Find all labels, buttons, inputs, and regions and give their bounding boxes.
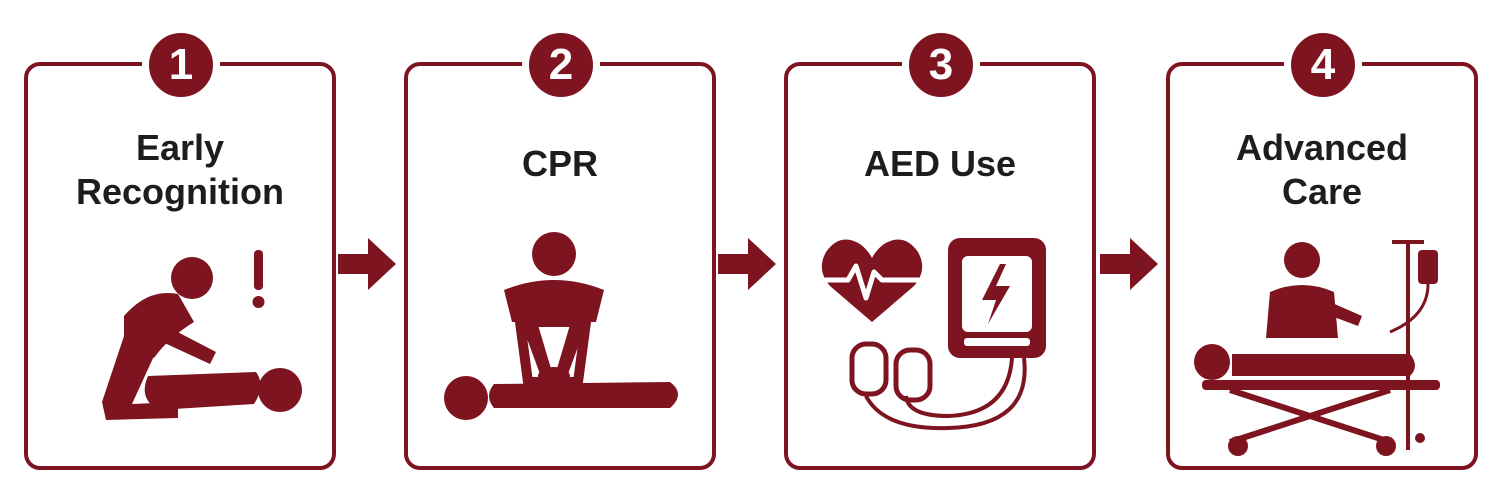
step-card-1: Early Recognition	[24, 62, 336, 470]
person-checking-collapsed-victim-icon	[102, 250, 302, 420]
step-card-2: CPR	[404, 62, 716, 470]
step-title: AED Use	[788, 142, 1092, 186]
flow-arrow-right-icon	[338, 238, 396, 290]
step-number-badge-1: 1	[142, 26, 220, 104]
step-title-line: Care	[1281, 171, 1363, 212]
flow-arrow-right-icon	[718, 238, 776, 290]
aed-defibrillator-icon	[821, 238, 1046, 431]
step-title: CPR	[408, 142, 712, 186]
step-title-line: Advanced	[1235, 127, 1409, 168]
step-title: Advanced Care	[1170, 126, 1474, 214]
step-number-badge-3: 3	[902, 26, 980, 104]
step-title-line: Recognition	[76, 171, 284, 212]
step-title: Early Recognition	[28, 126, 332, 214]
step-title-line: CPR	[521, 143, 598, 184]
step-card-3: AED Use	[784, 62, 1096, 470]
step-card-4: Advanced Care	[1166, 62, 1478, 470]
step-title-line: Early	[135, 127, 225, 168]
flow-arrow-right-icon	[1100, 238, 1158, 290]
step-title-line: AED Use	[863, 143, 1017, 184]
step-number-badge-4: 4	[1284, 26, 1362, 104]
cpr-chest-compressions-icon	[444, 232, 678, 420]
step-number-badge-2: 2	[522, 26, 600, 104]
patient-on-stretcher-iv-icon	[1194, 240, 1440, 456]
